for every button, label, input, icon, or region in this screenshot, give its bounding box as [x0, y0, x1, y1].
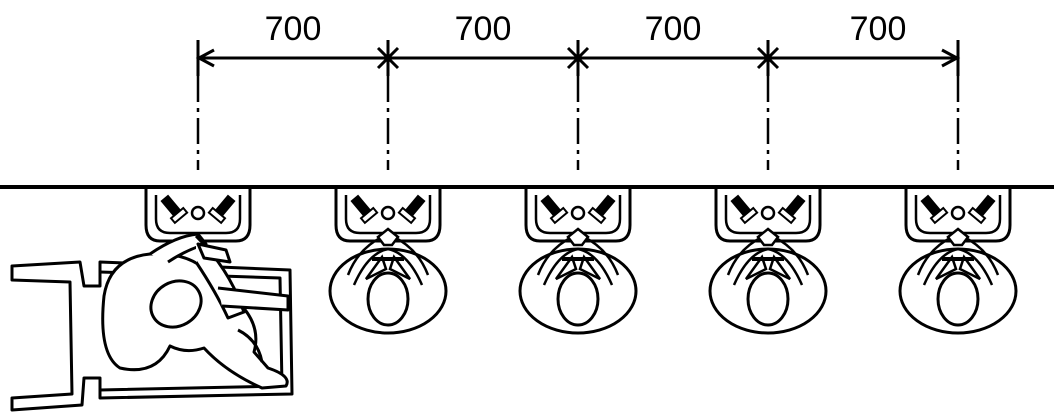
dimension-tick-1 [376, 40, 400, 76]
dimension-tick-3 [756, 40, 780, 76]
person-standing-3 [518, 227, 638, 335]
wheelchair-user [10, 232, 294, 412]
person-standing-2 [328, 227, 448, 335]
user-head [149, 279, 203, 329]
person-standing-5 [898, 227, 1018, 335]
dimension-label-4: 700 [850, 10, 907, 48]
dimension-label-3: 700 [645, 10, 702, 48]
dimension-label-1: 700 [265, 10, 322, 48]
centerlines [196, 76, 960, 170]
user-arm-left [149, 232, 208, 264]
dimension-tick-2 [566, 40, 590, 76]
person-standing-4 [708, 227, 828, 335]
dimension-label-2: 700 [455, 10, 512, 48]
